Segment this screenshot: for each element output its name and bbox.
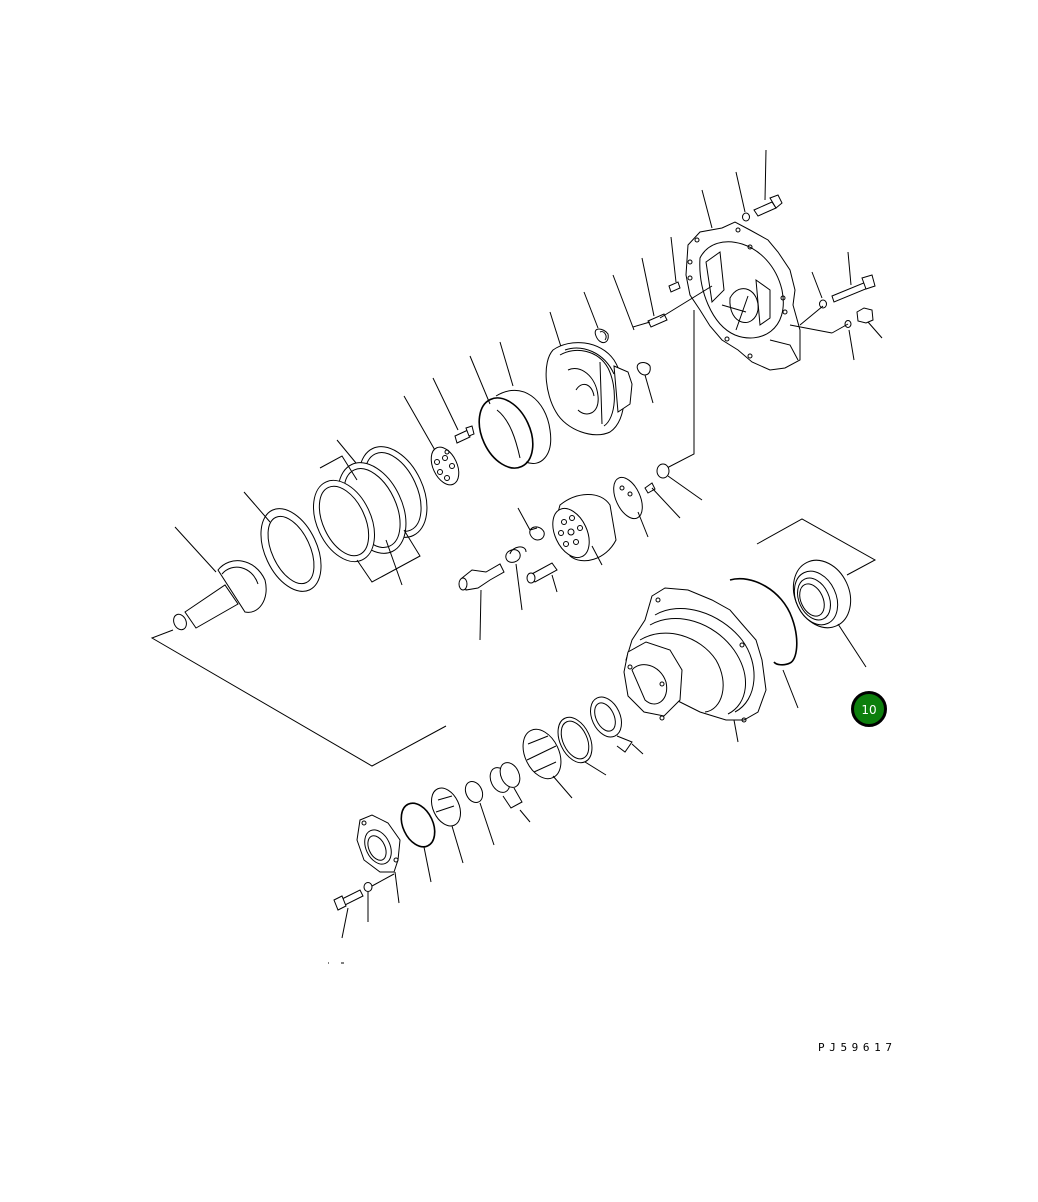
cylinder-block — [552, 463, 703, 566]
input-shaft — [150, 526, 447, 767]
callout-badge-label: 10 — [861, 703, 877, 717]
lower-row-parts — [328, 696, 644, 964]
callout-badge-10[interactable]: 10 — [851, 691, 887, 727]
clutch-pack — [313, 446, 428, 586]
separator-plate — [243, 491, 322, 592]
drawing-number: PJ59617 — [818, 1041, 897, 1054]
o-ring-large — [729, 578, 799, 709]
cover-fasteners — [594, 194, 876, 376]
small-parts-mid — [430, 425, 475, 486]
rear-cover-housing — [685, 221, 801, 371]
main-housing — [623, 587, 767, 743]
valve-spool — [458, 507, 558, 641]
seal-rings-mid — [478, 390, 552, 469]
leader-lines-upper — [336, 149, 883, 471]
piston-hub — [545, 342, 633, 436]
bearing-seal — [756, 518, 877, 668]
